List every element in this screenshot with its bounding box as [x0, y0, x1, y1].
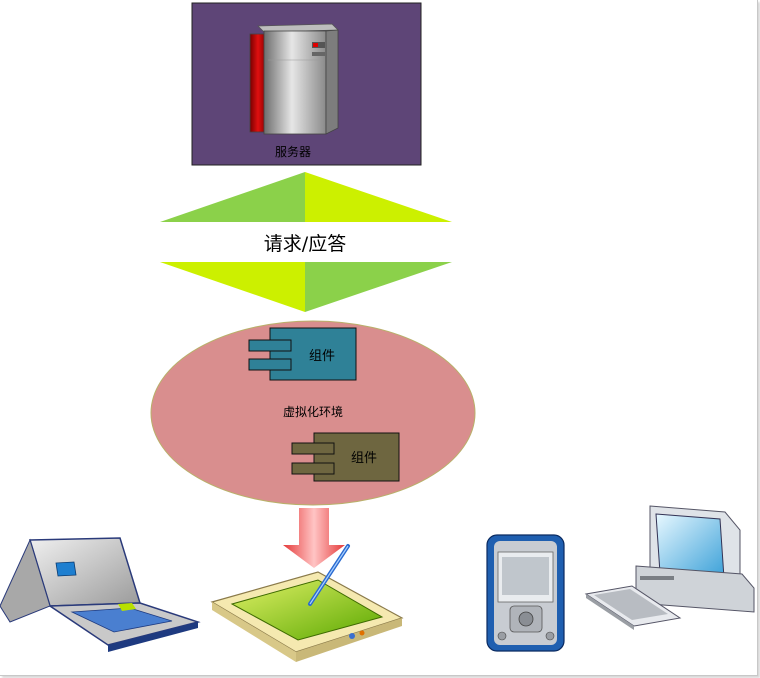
component-box-1: 组件	[248, 327, 357, 381]
desktop-computer-icon	[584, 505, 755, 630]
tablet-icon	[210, 544, 404, 662]
arrow-up-left-half	[160, 172, 305, 222]
arrow-down-right-half	[305, 262, 452, 312]
laptop-icon	[0, 537, 201, 652]
down-arrow-icon	[283, 508, 345, 568]
component-box-2: 组件	[291, 432, 400, 482]
pda-icon	[486, 534, 565, 652]
request-response-arrow: 请求/应答	[160, 172, 452, 312]
component-label-1: 组件	[309, 349, 335, 364]
arrow-label: 请求/应答	[264, 233, 346, 255]
server-icon	[249, 23, 339, 135]
server-label: 服务器	[275, 144, 311, 159]
virtual-environment-label: 虚拟化环境	[283, 404, 343, 419]
arrow-up-right-half	[305, 172, 452, 222]
server-node: 服务器	[191, 2, 422, 166]
component-label-2: 组件	[351, 451, 377, 466]
arrow-down-left-half	[160, 262, 305, 312]
